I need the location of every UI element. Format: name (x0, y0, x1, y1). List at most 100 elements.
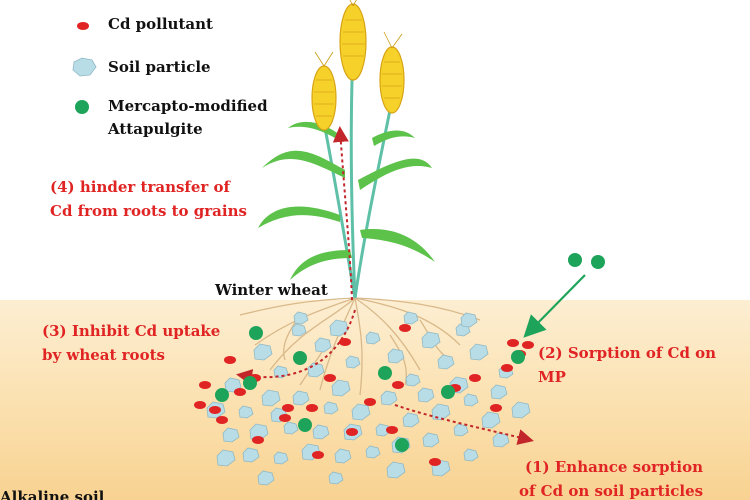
soil-particle (283, 421, 299, 435)
cd-dot (399, 324, 411, 332)
wheat-heads (311, 0, 405, 131)
step4-label-2: Cd from roots to grains (50, 202, 247, 220)
cd-dot (324, 374, 336, 382)
cd-dot (501, 364, 513, 372)
cd-dot (279, 414, 291, 422)
legend-cd-label: Cd pollutant (108, 15, 213, 33)
soil-particle (328, 471, 344, 485)
soil-type-label: Alkaline soil (0, 488, 105, 500)
soil-particle (365, 331, 381, 345)
soil-particle (463, 393, 479, 407)
cd-pollutant-dots (194, 324, 534, 466)
soil-particle (405, 373, 421, 387)
step2-label-1: (2) Sorption of Cd on (538, 344, 717, 362)
soil-particle (261, 389, 281, 407)
soil-particle (292, 390, 310, 406)
mma-dot (243, 376, 257, 390)
cd-dot (282, 404, 294, 412)
soil-particle (345, 355, 361, 369)
soil-particle (365, 445, 381, 459)
soil-particle (455, 323, 471, 337)
soil-particle (402, 412, 420, 428)
legend-cd-symbol (77, 22, 89, 30)
soil-particle (417, 387, 435, 403)
cd-dot (522, 341, 534, 349)
soil-particle (238, 405, 254, 419)
legend-mma-symbol (75, 100, 89, 114)
cd-dot (199, 381, 211, 389)
arrow-soil-sorption (394, 404, 534, 445)
cd-dot (386, 426, 398, 434)
soil-particle (331, 379, 351, 397)
soil-particle (490, 384, 508, 400)
soil-particle (314, 337, 332, 353)
soil-particle (351, 403, 371, 421)
wheat-label: Winter wheat (215, 281, 328, 299)
legend-symbols (72, 22, 97, 114)
mma-dot (591, 255, 605, 269)
soil-particle (222, 427, 240, 443)
soil-particle (469, 343, 489, 361)
step3-label-2: by wheat roots (42, 346, 165, 364)
soil-particle (329, 319, 349, 337)
mma-dot (441, 385, 455, 399)
step3-label-1: (3) Inhibit Cd uptake (42, 322, 221, 340)
soil-particle (511, 401, 531, 419)
soil-particle (431, 403, 451, 421)
mma-dot (293, 351, 307, 365)
soil-particle (453, 423, 469, 437)
cd-dot (429, 458, 441, 466)
cd-dot (306, 404, 318, 412)
step1-label-1: (1) Enhance sorption (525, 458, 704, 476)
mma-dot (215, 388, 229, 402)
cd-dot (224, 356, 236, 364)
soil-particle (422, 432, 440, 448)
wheat-stems (323, 79, 392, 299)
legend-mma-label-2: Attapulgite (108, 120, 203, 138)
legend-mma-label-1: Mercapto-modified (108, 97, 268, 115)
wheat-roots (239, 297, 481, 396)
soil-particle (460, 312, 478, 328)
mma-dots (215, 253, 605, 452)
soil-particle (291, 323, 307, 337)
cd-dot (364, 398, 376, 406)
arrow-add-mp (523, 274, 586, 338)
step1-label-2: of Cd on soil particles (519, 482, 704, 500)
soil-particle (242, 447, 260, 463)
soil-particle (463, 448, 479, 462)
wheat-leaves (258, 121, 435, 280)
arrow-roots-to-grains (332, 126, 353, 301)
cd-dot (209, 406, 221, 414)
legend-soil-label: Soil particle (108, 58, 211, 76)
soil-particle (387, 348, 405, 364)
cd-dot (216, 416, 228, 424)
step4-label-1: (4) hinder transfer of (50, 178, 230, 196)
soil-particle (273, 451, 289, 465)
cd-dot (234, 388, 246, 396)
mma-dot (249, 326, 263, 340)
cd-dot (507, 339, 519, 347)
soil-particle (312, 424, 330, 440)
cd-dot (252, 436, 264, 444)
cd-dot (194, 401, 206, 409)
soil-particle (492, 432, 510, 448)
cd-dot (490, 404, 502, 412)
mma-dot (511, 350, 525, 364)
cd-dot (339, 338, 351, 346)
soil-particle (293, 311, 309, 325)
soil-particle (437, 354, 455, 370)
mma-dot (568, 253, 582, 267)
cd-dot (469, 374, 481, 382)
cd-dot (392, 381, 404, 389)
soil-particle (403, 311, 419, 325)
soil-particle (216, 449, 236, 467)
soil-particle (257, 470, 275, 486)
step2-label-2: MP (538, 368, 566, 386)
cd-dot (312, 451, 324, 459)
soil-particle (334, 448, 352, 464)
mma-dot (298, 418, 312, 432)
mma-dot (395, 438, 409, 452)
soil-particle (421, 331, 441, 349)
